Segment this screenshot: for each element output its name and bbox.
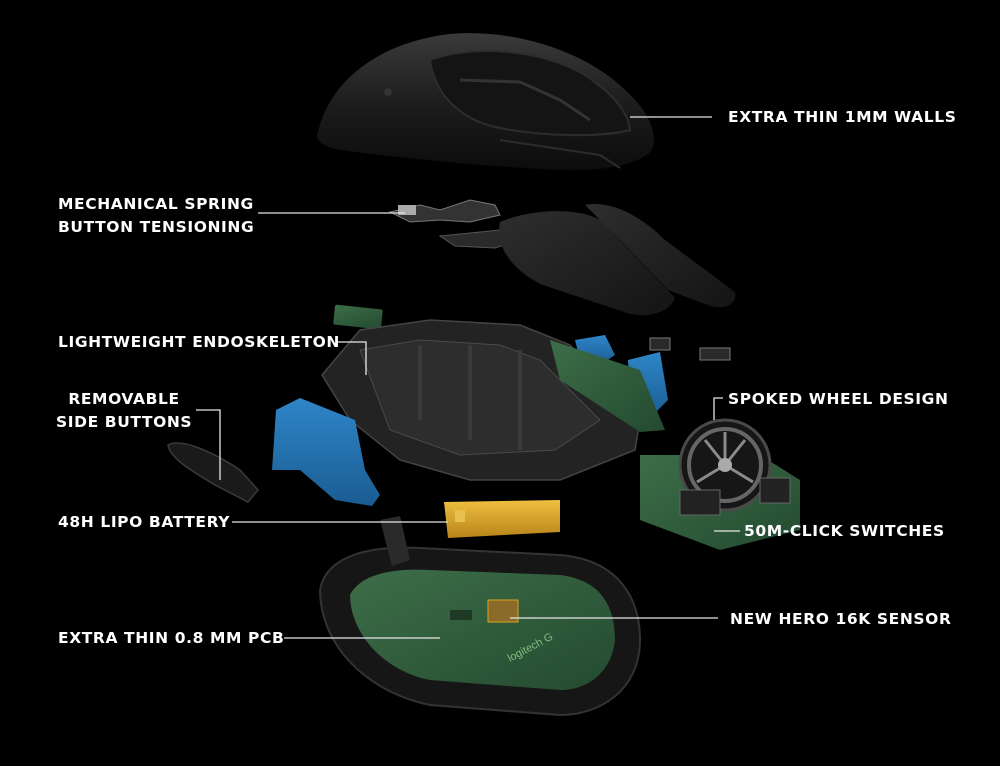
leader-lines (196, 116, 740, 639)
spoked-wheel (640, 418, 800, 550)
callout-sensor: NEW HERO 16K SENSOR (730, 608, 952, 631)
callout-sensor-text: NEW HERO 16K SENSOR (730, 610, 952, 628)
callout-walls: EXTRA THIN 1MM WALLS (728, 106, 956, 129)
top-shell (316, 33, 654, 171)
callout-spring-line2: BUTTON TENSIONING (58, 218, 255, 236)
leader-wheel (713, 397, 723, 420)
callout-wheel: SPOKED WHEEL DESIGN (728, 388, 949, 411)
callout-switches-text: 50M-CLICK SWITCHES (744, 522, 945, 540)
callout-battery-text: 48H LIPO BATTERY (58, 513, 231, 531)
right-switch-board (550, 337, 731, 432)
small-pcb (333, 304, 383, 330)
callout-wheel-text: SPOKED WHEEL DESIGN (728, 390, 949, 408)
callout-switches: 50M-CLICK SWITCHES (744, 520, 945, 543)
base-pcb: logitech G (318, 516, 642, 717)
callout-side-buttons: REMOVABLE SIDE BUTTONS (56, 388, 192, 434)
callout-pcb: EXTRA THIN 0.8 MM PCB (58, 627, 284, 650)
callout-battery: 48H LIPO BATTERY (58, 511, 230, 534)
callout-spring: MECHANICAL SPRING BUTTON TENSIONING (58, 193, 254, 239)
callout-pcb-text: EXTRA THIN 0.8 MM PCB (58, 629, 285, 647)
main-buttons (499, 204, 736, 316)
leader-side-buttons (196, 409, 221, 480)
blue-side-parts (272, 335, 668, 506)
removable-side-buttons (167, 442, 259, 503)
callout-endoskeleton: LIGHTWEIGHT ENDOSKELETON (58, 331, 340, 354)
callout-spring-line1: MECHANICAL SPRING (58, 195, 254, 213)
leader-endoskeleton (336, 341, 367, 375)
callout-endoskeleton-text: LIGHTWEIGHT ENDOSKELETON (58, 333, 340, 351)
callout-side-buttons-line1: REMOVABLE (68, 390, 180, 408)
callout-side-buttons-line2: SIDE BUTTONS (56, 413, 193, 431)
battery (444, 500, 560, 538)
callout-walls-text: EXTRA THIN 1MM WALLS (728, 108, 957, 126)
